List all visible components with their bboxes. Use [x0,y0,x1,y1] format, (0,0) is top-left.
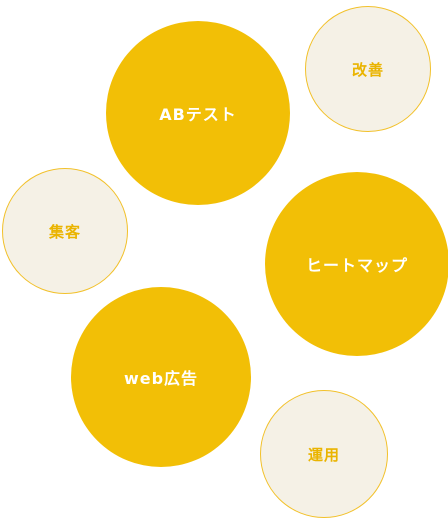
bubble-web-ad: web広告 [71,287,251,467]
bubble-shukyaku: 集客 [2,168,128,294]
bubble-heatmap-label: ヒートマップ [305,256,408,275]
bubble-kaizen-label: 改善 [351,60,384,79]
bubble-unyou: 運用 [260,390,388,518]
bubble-unyou-label: 運用 [307,445,340,464]
bubble-ab-test: ABテスト [106,21,290,205]
bubble-kaizen: 改善 [305,6,431,132]
bubble-ab-test-label: ABテスト [159,105,237,124]
bubble-heatmap: ヒートマップ [265,172,448,356]
bubble-web-ad-label: web広告 [123,369,199,388]
bubble-shukyaku-label: 集客 [48,222,81,241]
